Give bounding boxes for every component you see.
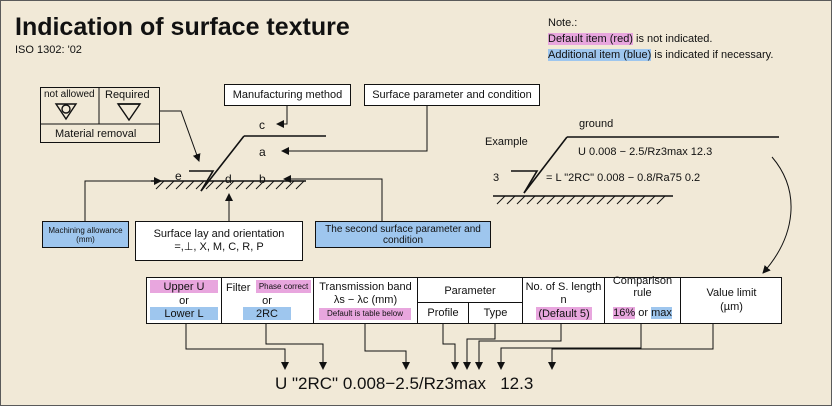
- table-divider: [522, 277, 523, 324]
- table-divider: [680, 277, 681, 324]
- table-divider: [313, 277, 314, 324]
- profile-label: Profile: [427, 307, 459, 319]
- table-divider: [604, 277, 605, 324]
- transmission-band-label: Transmission band: [319, 280, 412, 293]
- 16-percent-cell: 16%: [613, 307, 636, 319]
- type-label: Type: [483, 307, 508, 319]
- n-label: n: [560, 293, 567, 306]
- machining-allowance-box: Machining allowance (mm): [42, 221, 129, 248]
- or-label: or: [262, 294, 272, 307]
- surface-lay-symbols: =,⊥, X, M, C, R, P: [174, 241, 264, 253]
- default-5-cell: (Default 5): [536, 307, 592, 320]
- ground-label: ground: [579, 118, 614, 130]
- manufacturing-method-box: Manufacturing method: [224, 84, 351, 106]
- formula-band: 0.008−2.5/: [342, 374, 424, 393]
- surface-lay-box: Surface lay and orientation =,⊥, X, M, C…: [135, 221, 303, 261]
- formula-value: 12.3: [500, 374, 534, 393]
- default-table-cell: Default is table below: [319, 308, 411, 320]
- default-item-suffix: is not indicated.: [632, 33, 713, 45]
- default-item-highlight: Default item (red): [548, 33, 633, 45]
- surface-parameter-box: Surface parameter and condition: [364, 84, 540, 106]
- 2rc-cell: 2RC: [243, 307, 291, 320]
- letter-c: c: [259, 118, 265, 132]
- surface-lay-title: Surface lay and orientation: [153, 228, 285, 240]
- material-removal-box: [40, 87, 160, 143]
- table-divider: [221, 277, 222, 324]
- additional-item-suffix: is indicated if necessary.: [651, 49, 774, 61]
- sampling-length-label: No. of S. length: [525, 280, 602, 293]
- formula-rz: Rz: [423, 374, 445, 393]
- or-label: or: [179, 294, 189, 307]
- required-label: Required: [105, 89, 150, 101]
- page-title: Indication of surface texture: [15, 13, 350, 41]
- table-divider: [417, 277, 418, 324]
- example-line-2-prefix: 3: [493, 172, 500, 184]
- letter-b: b: [259, 172, 266, 186]
- formula-max: max: [453, 374, 487, 393]
- second-parameter-box: The second surface parameter and conditi…: [315, 221, 491, 248]
- letter-e: e: [175, 169, 182, 183]
- formula-rc: "2RC": [292, 374, 339, 393]
- table-divider: [417, 302, 522, 303]
- note-additional: Additional item (blue) is indicated if n…: [548, 49, 773, 61]
- value-limit-label: Value limit: [706, 286, 757, 299]
- note-heading: Note.:: [548, 17, 578, 29]
- note-default: Default item (red) is not indicated.: [548, 33, 712, 45]
- max-cell: max: [651, 307, 672, 319]
- formula: U "2RC" 0.008−2.5/Rz3max 12.3: [275, 374, 533, 394]
- table-divider: [468, 302, 469, 324]
- letter-a: a: [259, 145, 266, 159]
- phase-correct-cell: Phase correct: [256, 280, 311, 293]
- micrometer-label: (µm): [720, 300, 743, 313]
- example-label: Example: [485, 136, 528, 148]
- not-allowed-label: not allowed: [44, 89, 95, 100]
- standard-label: ISO 1302: '02: [15, 44, 82, 56]
- filter-label: Filter: [226, 282, 251, 294]
- letter-d: d: [225, 172, 232, 186]
- formula-three: 3: [444, 374, 454, 393]
- lower-l-cell: Lower L: [150, 307, 218, 320]
- comparison-label: Comparison rule: [605, 275, 680, 299]
- comparison-options: 16% or max: [605, 306, 680, 320]
- example-line-1: U 0.008 − 2.5/Rz3max 12.3: [578, 146, 713, 158]
- parameter-label: Parameter: [444, 284, 496, 297]
- upper-u-cell: Upper U: [150, 280, 218, 293]
- material-removal-label: Material removal: [55, 128, 137, 140]
- or-label: or: [638, 307, 649, 319]
- lambda-label: λs − λc (mm): [333, 293, 398, 306]
- example-line-2: = L "2RC" 0.008 − 0.8/Ra75 0.2: [546, 172, 701, 184]
- formula-u: U: [275, 374, 288, 393]
- additional-item-highlight: Additional item (blue): [548, 49, 652, 61]
- comparison-text: Comparison rule: [612, 274, 673, 299]
